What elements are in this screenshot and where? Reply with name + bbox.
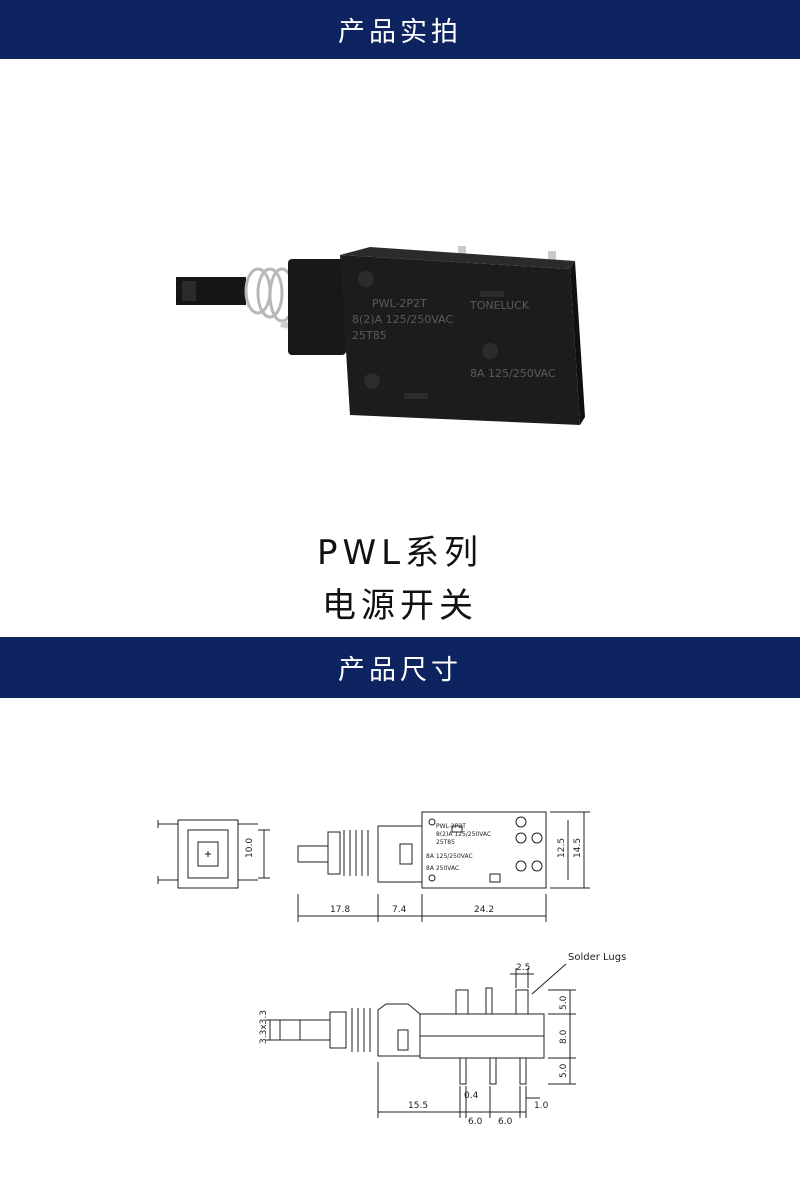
switch-illustration: PWL-2P2T 8(2)A 125/250VAC 25T85 TONELUCK… <box>176 246 585 425</box>
spring <box>244 267 296 323</box>
dim-pin-width: 0.4 <box>464 1091 479 1101</box>
dim-height-outer: 14.5 <box>573 838 583 858</box>
product-series: PWL系列 <box>316 533 484 573</box>
collar <box>288 259 346 355</box>
section-banner-photo: 产品实拍 <box>0 0 800 59</box>
body-label-rating: 8A 125/250VAC <box>470 367 556 380</box>
body-label-line: 25T85 <box>352 329 387 342</box>
side-view <box>266 963 576 1118</box>
body-label-line: 8(2)A 125/250VAC <box>352 313 453 326</box>
top-label-line: 8A 250VAC <box>426 865 459 872</box>
top-label-line: 8A 125/250VAC <box>426 853 473 860</box>
dim-front-height: 10.0 <box>245 838 255 858</box>
section-title-photo: 产品实拍 <box>338 17 462 48</box>
dim-collar-length: 7.4 <box>392 905 407 915</box>
dim-plunger-length: 17.8 <box>330 905 350 915</box>
top-view <box>297 811 590 922</box>
top-label-line: 25T85 <box>436 839 455 846</box>
dim-pitch-1: 6.0 <box>468 1117 483 1127</box>
dim-height-inner: 12.5 <box>557 838 567 858</box>
dim-pitch-2: 6.0 <box>498 1117 513 1127</box>
dim-upper-height: 5.0 <box>559 995 569 1010</box>
dim-pin-offset: 1.0 <box>534 1101 549 1111</box>
callout-solder-lugs: Solder Lugs <box>568 952 626 963</box>
dim-plunger-size: 3.3x3.3 <box>259 1010 269 1044</box>
body-label-brand: TONELUCK <box>469 299 530 312</box>
product-type: 电源开关 <box>322 586 478 626</box>
top-label-line: 8(2)A 125/250VAC <box>436 831 491 838</box>
body-label-line: PWL-2P2T <box>372 297 427 310</box>
dim-front-offset: 15.5 <box>408 1101 428 1111</box>
dim-lower-height: 5.0 <box>559 1063 569 1078</box>
product-photo: PWL-2P2T 8(2)A 125/250VAC 25T85 TONELUCK… <box>0 59 800 519</box>
dim-body-length: 24.2 <box>474 905 494 915</box>
top-label-line: PWL-2P2T <box>436 823 466 830</box>
technical-drawing: 10.0 17.8 7.4 24.2 12.5 14.5 3.3x3.3 2.5… <box>157 811 626 1127</box>
dim-body-height: 8.0 <box>559 1029 569 1044</box>
section-title-dimensions: 产品尺寸 <box>338 655 462 686</box>
dimension-drawing: 10.0 17.8 7.4 24.2 12.5 14.5 3.3x3.3 2.5… <box>0 698 800 1174</box>
switch-body <box>340 255 580 425</box>
front-view <box>157 819 270 889</box>
dim-lug-width: 2.5 <box>516 963 530 973</box>
section-banner-dimensions: 产品尺寸 <box>0 637 800 698</box>
